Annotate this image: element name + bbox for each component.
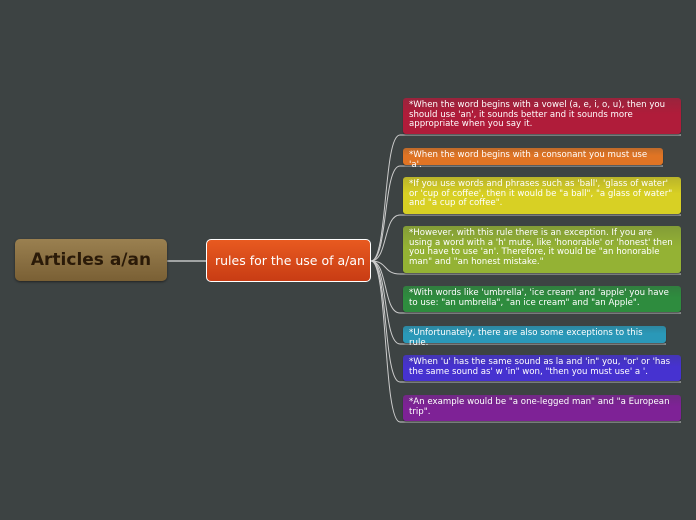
rule-text: *If you use words and phrases such as 'b… bbox=[409, 179, 673, 209]
rule-text: *However, with this rule there is an exc… bbox=[409, 228, 673, 267]
rule-node-u-sound[interactable]: *When 'u' has the same sound as la and '… bbox=[403, 355, 681, 381]
rule-text: *When the word begins with a consonant y… bbox=[409, 150, 648, 170]
root-label: Articles a/an bbox=[30, 250, 152, 270]
root-node[interactable]: Articles a/an bbox=[15, 239, 167, 281]
rule-text: *Unfortunately, there are also some exce… bbox=[409, 328, 643, 348]
rule-node-phrases[interactable]: *If you use words and phrases such as 'b… bbox=[403, 177, 681, 214]
branch-connector bbox=[370, 260, 681, 423]
branch-connector bbox=[370, 214, 681, 262]
topic-node[interactable]: rules for the use of a/an bbox=[206, 239, 371, 282]
branch-connector bbox=[370, 260, 681, 275]
branch-connector bbox=[370, 165, 663, 262]
rule-text: *An example would be "a one-legged man" … bbox=[409, 397, 670, 417]
topic-label: rules for the use of a/an bbox=[215, 252, 365, 268]
rule-node-h-mute[interactable]: *However, with this rule there is an exc… bbox=[403, 226, 681, 273]
rule-node-vowel[interactable]: *When the word begins with a vowel (a, e… bbox=[403, 98, 681, 134]
branch-connector bbox=[370, 134, 681, 262]
rule-node-umbrella[interactable]: *With words like 'umbrella', 'ice cream'… bbox=[403, 286, 681, 312]
rule-text: *With words like 'umbrella', 'ice cream'… bbox=[409, 288, 669, 308]
rule-node-exceptions[interactable]: *Unfortunately, there are also some exce… bbox=[403, 326, 666, 347]
rule-node-example[interactable]: *An example would be "a one-legged man" … bbox=[403, 395, 681, 421]
branch-connector bbox=[370, 260, 681, 314]
rule-text: *When 'u' has the same sound as la and '… bbox=[409, 357, 671, 377]
rule-node-consonant[interactable]: *When the word begins with a consonant y… bbox=[403, 148, 663, 169]
branch-connector bbox=[370, 260, 666, 345]
rule-text: *When the word begins with a vowel (a, e… bbox=[409, 100, 666, 130]
branch-connector bbox=[370, 260, 681, 383]
